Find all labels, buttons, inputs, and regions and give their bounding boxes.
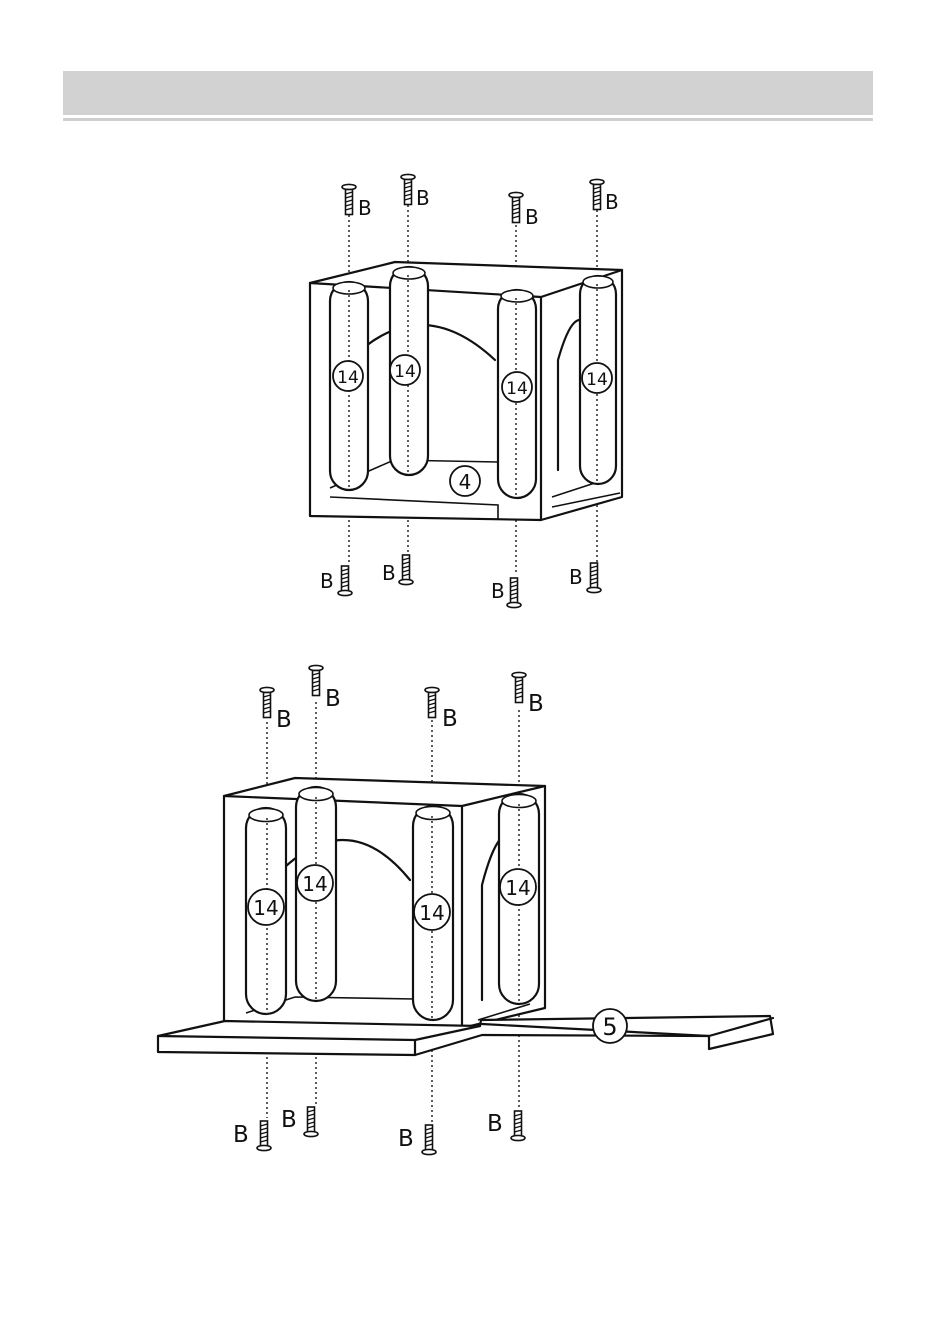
svg-text:5: 5 <box>602 1013 617 1041</box>
svg-text:B: B <box>569 565 583 589</box>
step2-screw-top-1: B <box>260 687 292 733</box>
step1-leg-tag-4: 14 <box>582 363 612 393</box>
svg-text:B: B <box>325 686 341 712</box>
svg-text:14: 14 <box>506 379 528 399</box>
step1-screw-bottom-2: B <box>382 555 413 585</box>
step1-screw-bottom-1: B <box>320 566 352 596</box>
step1-screw-top-4: B <box>590 179 619 214</box>
step1-leg-tag-1: 14 <box>333 361 363 391</box>
step2-screw-top-2: B <box>309 665 341 712</box>
svg-text:B: B <box>605 190 619 214</box>
step2-board-tag: 5 <box>593 1009 627 1043</box>
step2-screw-bottom-3: B <box>398 1125 436 1155</box>
svg-text:B: B <box>320 569 334 593</box>
svg-text:B: B <box>382 561 396 585</box>
svg-text:B: B <box>398 1126 414 1152</box>
svg-text:B: B <box>487 1111 503 1137</box>
svg-text:B: B <box>276 707 292 733</box>
step2-leg-tag-3: 14 <box>414 894 450 930</box>
step1-screw-top-3: B <box>509 192 539 229</box>
svg-text:14: 14 <box>419 901 444 925</box>
step1-assembly: 14 14 14 14 4 B B B <box>310 174 622 607</box>
svg-text:B: B <box>281 1107 297 1133</box>
step2-assembly: 14 14 14 14 5 B B B <box>158 665 773 1154</box>
svg-text:14: 14 <box>586 370 608 390</box>
step2-leg-tag-1: 14 <box>248 889 284 925</box>
step1-leg-tag-2: 14 <box>390 355 420 385</box>
svg-text:14: 14 <box>505 876 530 900</box>
svg-text:B: B <box>525 205 539 229</box>
step1-screw-bottom-3: B <box>491 578 521 608</box>
step2-screw-bottom-4: B <box>487 1111 525 1141</box>
step2-screw-top-4: B <box>512 672 544 717</box>
svg-text:14: 14 <box>337 368 359 388</box>
svg-text:14: 14 <box>302 872 327 896</box>
step1-screw-top-2: B <box>401 174 430 210</box>
step1-screw-bottom-4: B <box>569 563 601 593</box>
step2-screw-bottom-2: B <box>281 1107 318 1137</box>
svg-text:B: B <box>491 579 505 603</box>
svg-text:4: 4 <box>459 470 472 494</box>
step2-leg-tag-2: 14 <box>297 865 333 901</box>
step2-leg-tag-4: 14 <box>500 869 536 905</box>
svg-text:14: 14 <box>394 362 416 382</box>
step1-leg-tag-3: 14 <box>502 372 532 402</box>
svg-text:14: 14 <box>253 896 278 920</box>
step1-panel-tag: 4 <box>450 466 480 496</box>
step1-screw-top-1: B <box>342 184 372 220</box>
svg-text:B: B <box>233 1122 249 1148</box>
step2-screw-bottom-1: B <box>233 1121 271 1151</box>
svg-text:B: B <box>416 186 430 210</box>
step2-screw-top-3: B <box>425 687 458 732</box>
svg-text:B: B <box>442 706 458 732</box>
svg-text:B: B <box>528 691 544 717</box>
svg-text:B: B <box>358 196 372 220</box>
